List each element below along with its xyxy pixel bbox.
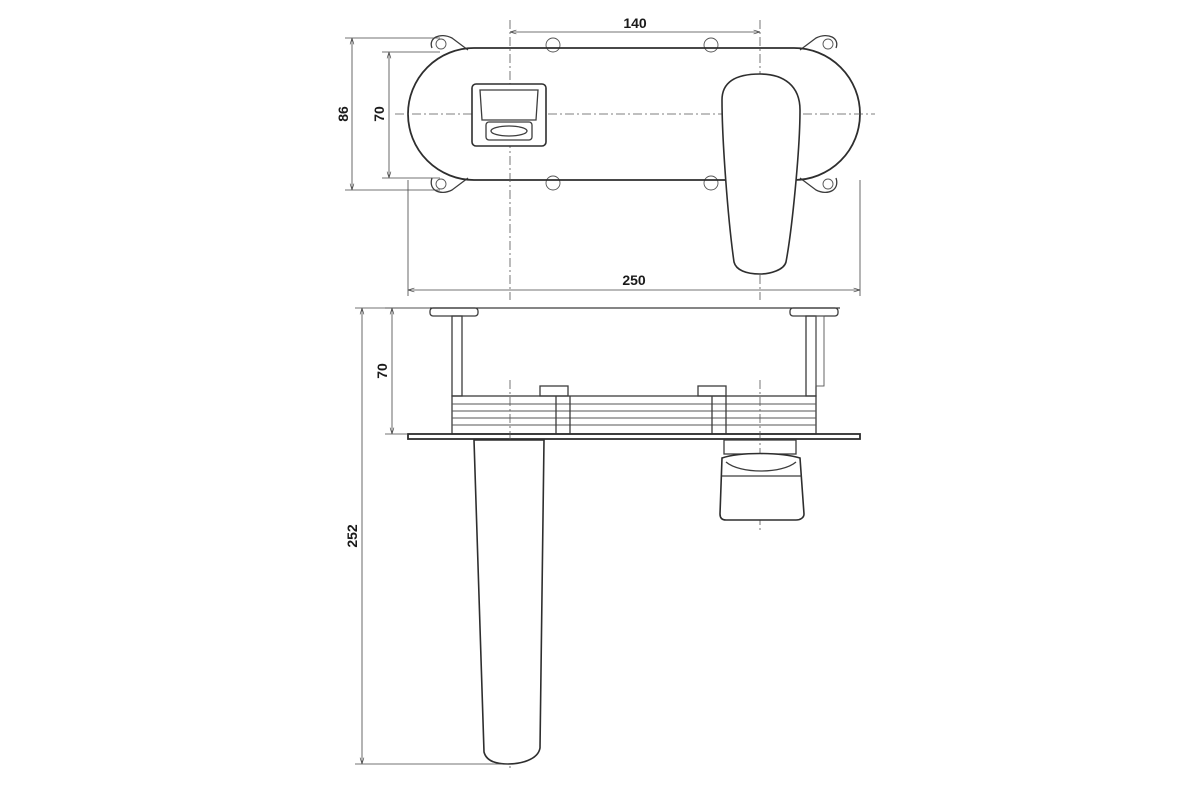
mounting-ear-top-right [799, 34, 838, 51]
spout-front [471, 83, 547, 147]
lever-handle-side [719, 439, 805, 521]
dim-label-250: 250 [622, 272, 646, 288]
dim-label-252: 252 [344, 524, 360, 548]
dimension-70-top: 70 [371, 51, 440, 179]
slot-lugs [545, 37, 719, 191]
valve-body-ribs [451, 385, 817, 435]
spout-side [473, 439, 545, 765]
plan-view: 70 252 [344, 307, 861, 770]
dim-label-140: 140 [623, 15, 647, 31]
dimension-70-side: 70 [374, 307, 430, 435]
dimension-86: 86 [335, 37, 440, 191]
mounting-ear-bottom-left [430, 177, 469, 193]
dim-label-70-side: 70 [374, 363, 390, 379]
dimension-140: 140 [510, 15, 760, 32]
lever-handle [721, 73, 801, 275]
dimension-252: 252 [344, 307, 508, 765]
mounting-ear-top-left [430, 34, 469, 51]
mounting-ear-bottom-right [799, 177, 838, 193]
wall-plate [407, 433, 861, 440]
dimension-250: 250 [407, 180, 861, 296]
front-view: 140 86 70 250 [335, 15, 875, 300]
dim-label-86: 86 [335, 106, 351, 122]
dim-label-70-top: 70 [371, 106, 387, 122]
